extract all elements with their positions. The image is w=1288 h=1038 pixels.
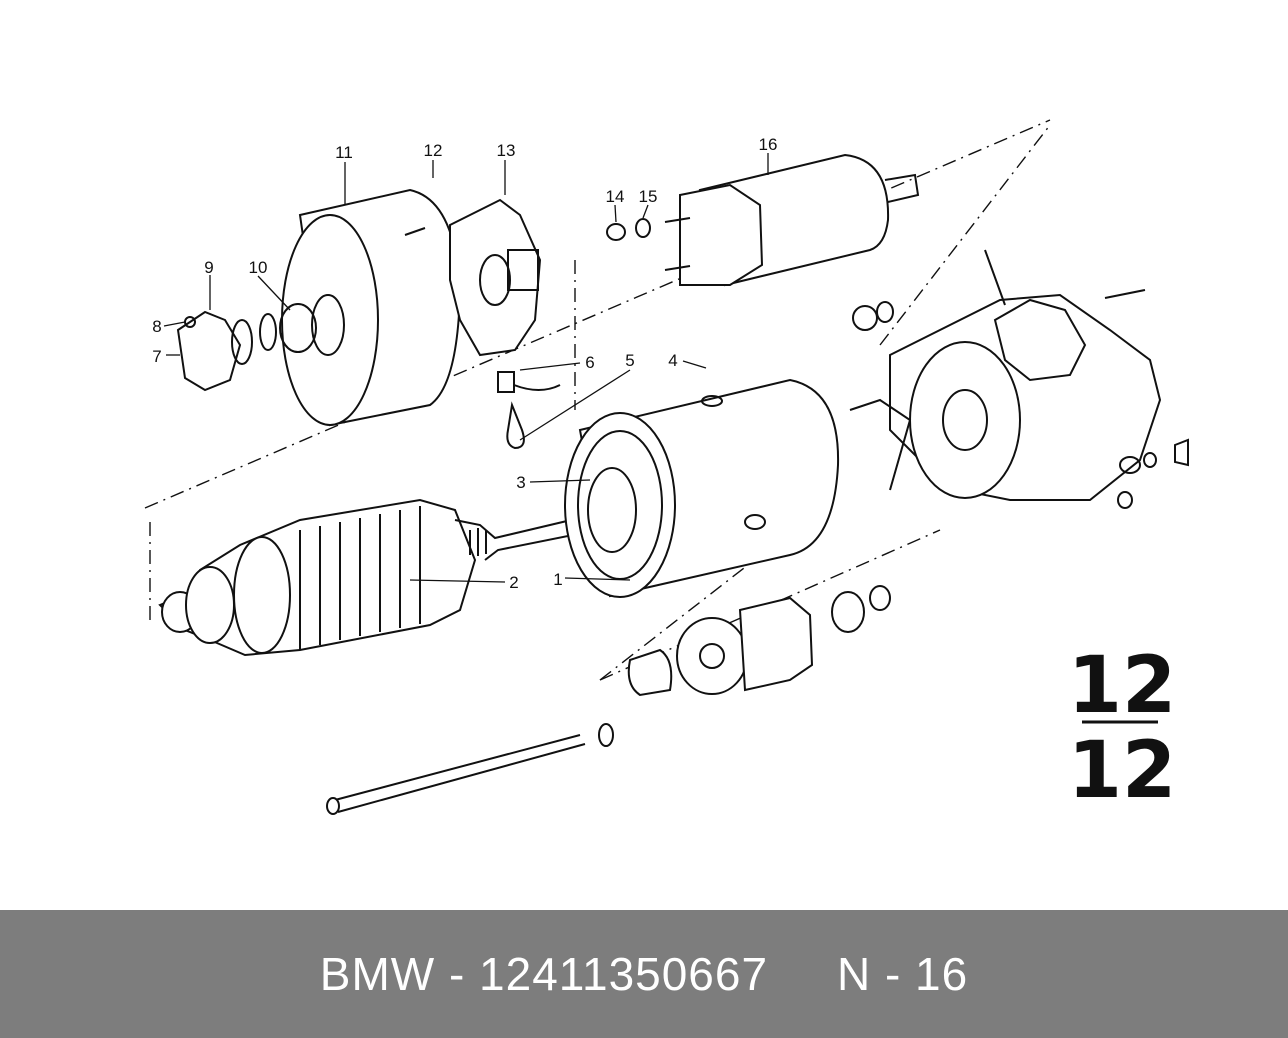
armature (158, 498, 610, 657)
figure-number-top: 12 (1068, 641, 1177, 731)
brush-and-terminal (497, 371, 561, 450)
brush-plate (449, 198, 542, 357)
through-bolt (326, 723, 614, 815)
solenoid (606, 153, 920, 287)
callout-16: 16 (759, 135, 778, 154)
callout-14: 14 (606, 187, 625, 206)
callout-11: 11 (335, 143, 353, 162)
callout-13: 13 (497, 141, 516, 160)
callout-2: 2 (509, 573, 518, 592)
callout-12: 12 (424, 141, 443, 160)
footer-bar: BMW - 12411350667 N - 16 (0, 910, 1288, 1038)
callout-7: 7 (152, 347, 161, 366)
part-number-caption: BMW - 12411350667 N - 16 (319, 948, 969, 1000)
callout-15: 15 (639, 187, 658, 206)
callout-9: 9 (204, 258, 213, 277)
callout-6: 6 (585, 353, 594, 372)
drive-end-bracket (849, 249, 1189, 509)
end-cover (281, 188, 462, 427)
callout-10: 10 (249, 258, 268, 277)
callout-1: 1 (553, 570, 562, 589)
field-housing (564, 378, 840, 598)
callout-5: 5 (625, 351, 634, 370)
exploded-parts-diagram: 1 2 3 4 5 6 7 8 9 10 11 12 13 14 15 16 1… (144, 119, 1189, 816)
pinion-drive (627, 585, 891, 697)
figure-number-bottom: 12 (1068, 726, 1177, 816)
callout-3: 3 (516, 473, 525, 492)
leader-lines (163, 153, 769, 583)
callout-4: 4 (668, 351, 677, 370)
callout-8: 8 (152, 317, 161, 336)
